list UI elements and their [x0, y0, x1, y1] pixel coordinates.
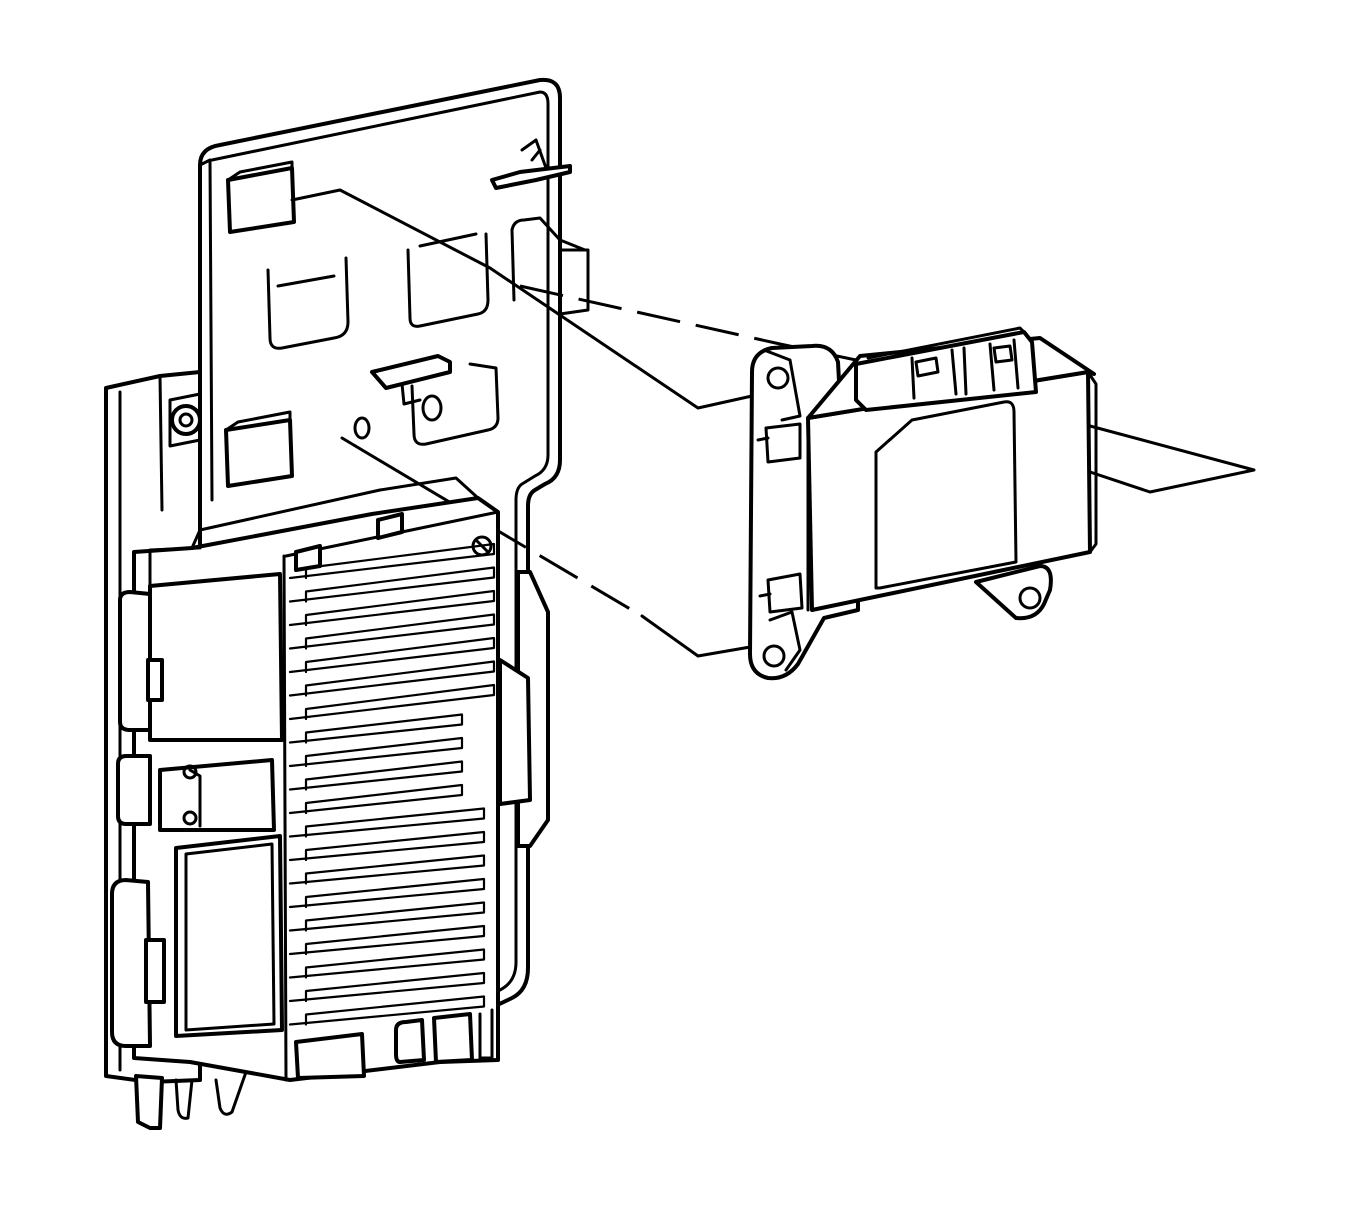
heat-sink-fin [288, 924, 486, 956]
heat-sink-fin [288, 736, 464, 768]
heat-sink-fin [288, 713, 464, 744]
heat-sink-fin [288, 948, 486, 979]
heat-sink-fins [288, 542, 496, 1026]
heat-sink-fin [288, 783, 464, 815]
sensor-module [748, 326, 1098, 681]
heat-sink-fin [288, 901, 486, 932]
heat-sink-fin [288, 613, 496, 650]
heat-sink-fin [288, 566, 496, 603]
heat-sink-fin [288, 877, 486, 909]
heat-sink-fin [288, 636, 496, 674]
heat-sink-fin [288, 830, 486, 862]
heat-sink-fin [288, 683, 496, 721]
heat-sink-fin [288, 760, 464, 791]
heat-sink-fin [288, 995, 486, 1026]
heat-sink-fin [288, 589, 496, 627]
heat-sink-fin [288, 542, 496, 580]
heat-sink-fin [288, 971, 486, 1003]
heat-sink-fin [288, 807, 486, 838]
heat-sink-fin [288, 660, 496, 697]
heat-sink-fin [288, 854, 486, 885]
control-module [104, 370, 550, 1130]
